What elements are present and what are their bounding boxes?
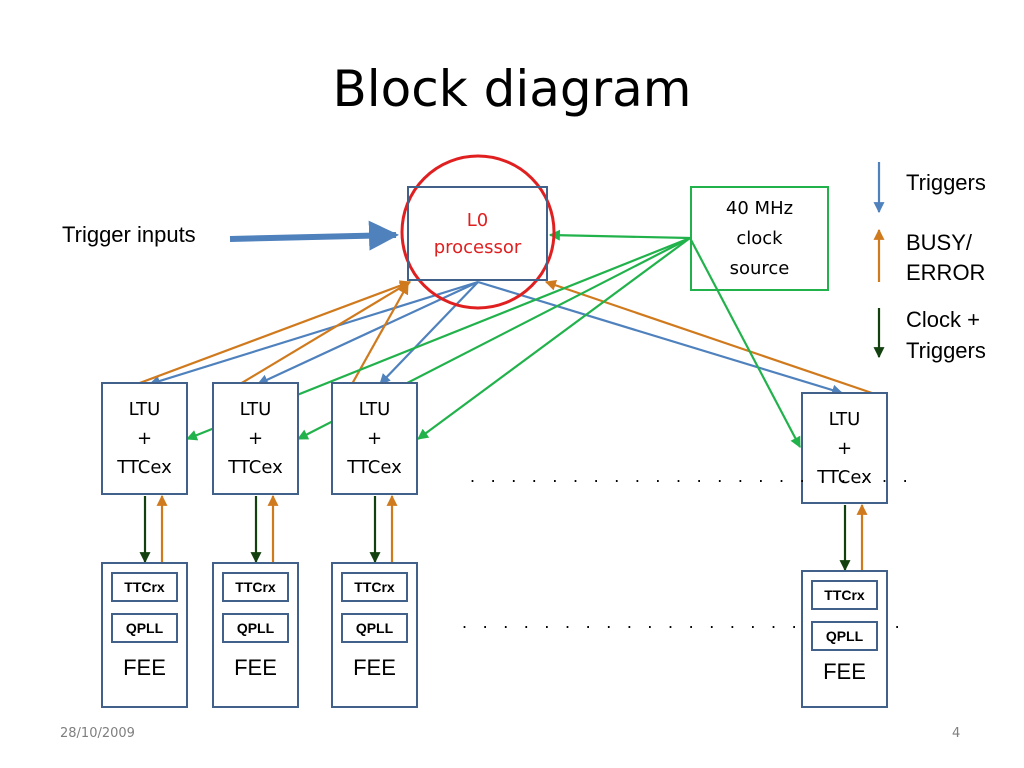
trigger-inputs-label: Trigger inputs — [62, 222, 196, 247]
ltu-label: LTU — [828, 408, 861, 430]
fee-label: FEE — [823, 659, 866, 684]
fee-label: FEE — [353, 655, 396, 680]
ltu-fee-arrows — [139, 494, 868, 572]
ltu-ttcex-box-4: LTU + TTCex — [801, 392, 888, 504]
ltu-plus: + — [366, 428, 383, 449]
ttcrx-chip: TTCrx — [222, 572, 289, 602]
qpll-chip: QPLL — [222, 613, 289, 643]
footer-date: 28/10/2009 — [60, 726, 135, 741]
ltu-ttcex-box-1: LTU + TTCex — [101, 382, 188, 495]
ltu-ellipsis: . . . . . . . . . . . . . . . . . . . . … — [470, 466, 913, 486]
fee-ellipsis: . . . . . . . . . . . . . . . . . . . . … — [462, 612, 905, 632]
clock-source-box: 40 MHz clock source — [690, 186, 829, 291]
qpll-chip: QPLL — [111, 613, 178, 643]
qpll-chip: QPLL — [341, 613, 408, 643]
fee-label: FEE — [234, 655, 277, 680]
l0-processor-box: L0 processor — [407, 186, 548, 281]
l0-processor-line2: processor — [433, 236, 522, 258]
ltu-plus: + — [247, 428, 264, 449]
fee-label: FEE — [123, 655, 166, 680]
ttcex-label: TTCex — [228, 457, 283, 478]
ttcrx-chip: TTCrx — [811, 580, 878, 610]
legend-clock-line1: Clock + — [906, 307, 980, 332]
ltu-plus: + — [836, 437, 853, 459]
clock-source-line1: 40 MHz — [725, 197, 794, 219]
ltu-ttcex-box-2: LTU + TTCex — [212, 382, 299, 495]
qpll-chip: QPLL — [811, 621, 878, 651]
l0-processor-line1: L0 — [466, 209, 489, 231]
ltu-label: LTU — [128, 399, 161, 420]
footer-page-number: 4 — [952, 726, 961, 741]
busy-error-arrows — [136, 279, 873, 395]
legend-triggers-label: Triggers — [906, 170, 986, 195]
ltu-plus: + — [136, 428, 153, 449]
ttcrx-chip: TTCrx — [341, 572, 408, 602]
ltu-label: LTU — [239, 399, 272, 420]
trigger-inputs-arrow — [229, 220, 399, 251]
legend-busy-line2: ERROR — [906, 260, 986, 285]
fee-box-2: TTCrx QPLL FEE — [212, 562, 299, 708]
fee-box-3: TTCrx QPLL FEE — [331, 562, 418, 708]
slide-title: Block diagram — [332, 60, 692, 118]
clock-source-line3: source — [729, 257, 790, 279]
ttcex-label: TTCex — [817, 466, 872, 488]
legend-busy-line1: BUSY/ — [906, 230, 973, 255]
ttcex-label: TTCex — [347, 457, 402, 478]
ltu-ttcex-box-3: LTU + TTCex — [331, 382, 418, 495]
clock-source-line2: clock — [736, 227, 783, 249]
l0-highlight-circle — [400, 154, 556, 310]
ttcrx-chip: TTCrx — [111, 572, 178, 602]
fee-box-1: TTCrx QPLL FEE — [101, 562, 188, 708]
ltu-label: LTU — [358, 399, 391, 420]
legend-clock-line2: Triggers — [906, 338, 986, 363]
ttcex-label: TTCex — [117, 457, 172, 478]
fee-box-4: TTCrx QPLL FEE — [801, 570, 888, 708]
